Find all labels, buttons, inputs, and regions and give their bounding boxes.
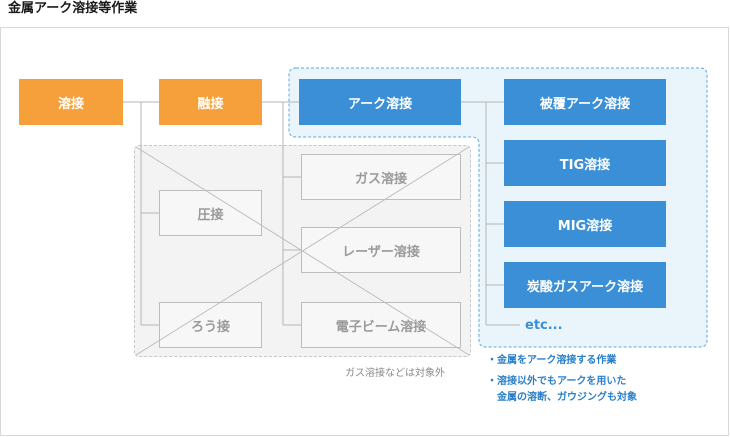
box-tig-welding: TIG溶接 <box>504 140 666 186</box>
excluded-caption: ガス溶接などは対象外 <box>345 368 445 379</box>
page-title: 金属アーク溶接等作業 <box>8 1 138 16</box>
box-mig-welding: MIG溶接 <box>504 201 666 247</box>
box-arc-welding: アーク溶接 <box>299 79 461 125</box>
box-fusion-welding: 融接 <box>159 79 262 125</box>
box-gas-welding: ガス溶接 <box>301 154 461 200</box>
box-shielded-arc-welding: 被覆アーク溶接 <box>504 79 666 125</box>
box-brazing: ろう接 <box>159 302 262 348</box>
box-pressure-welding: 圧接 <box>159 190 262 236</box>
note-arc-cutting-line1: ・溶接以外でもアークを用いた <box>487 376 627 387</box>
note-arc-cutting-line2: 金属の溶断、ガウジングも対象 <box>497 392 637 403</box>
note-arc-welding-work: ・金属をアーク溶接する作業 <box>487 355 617 366</box>
box-co2-arc-welding: 炭酸ガスアーク溶接 <box>504 262 666 308</box>
box-welding: 溶接 <box>19 79 123 125</box>
etc-label: etc... <box>525 318 563 333</box>
box-electron-beam-welding: 電子ビーム溶接 <box>301 302 461 348</box>
